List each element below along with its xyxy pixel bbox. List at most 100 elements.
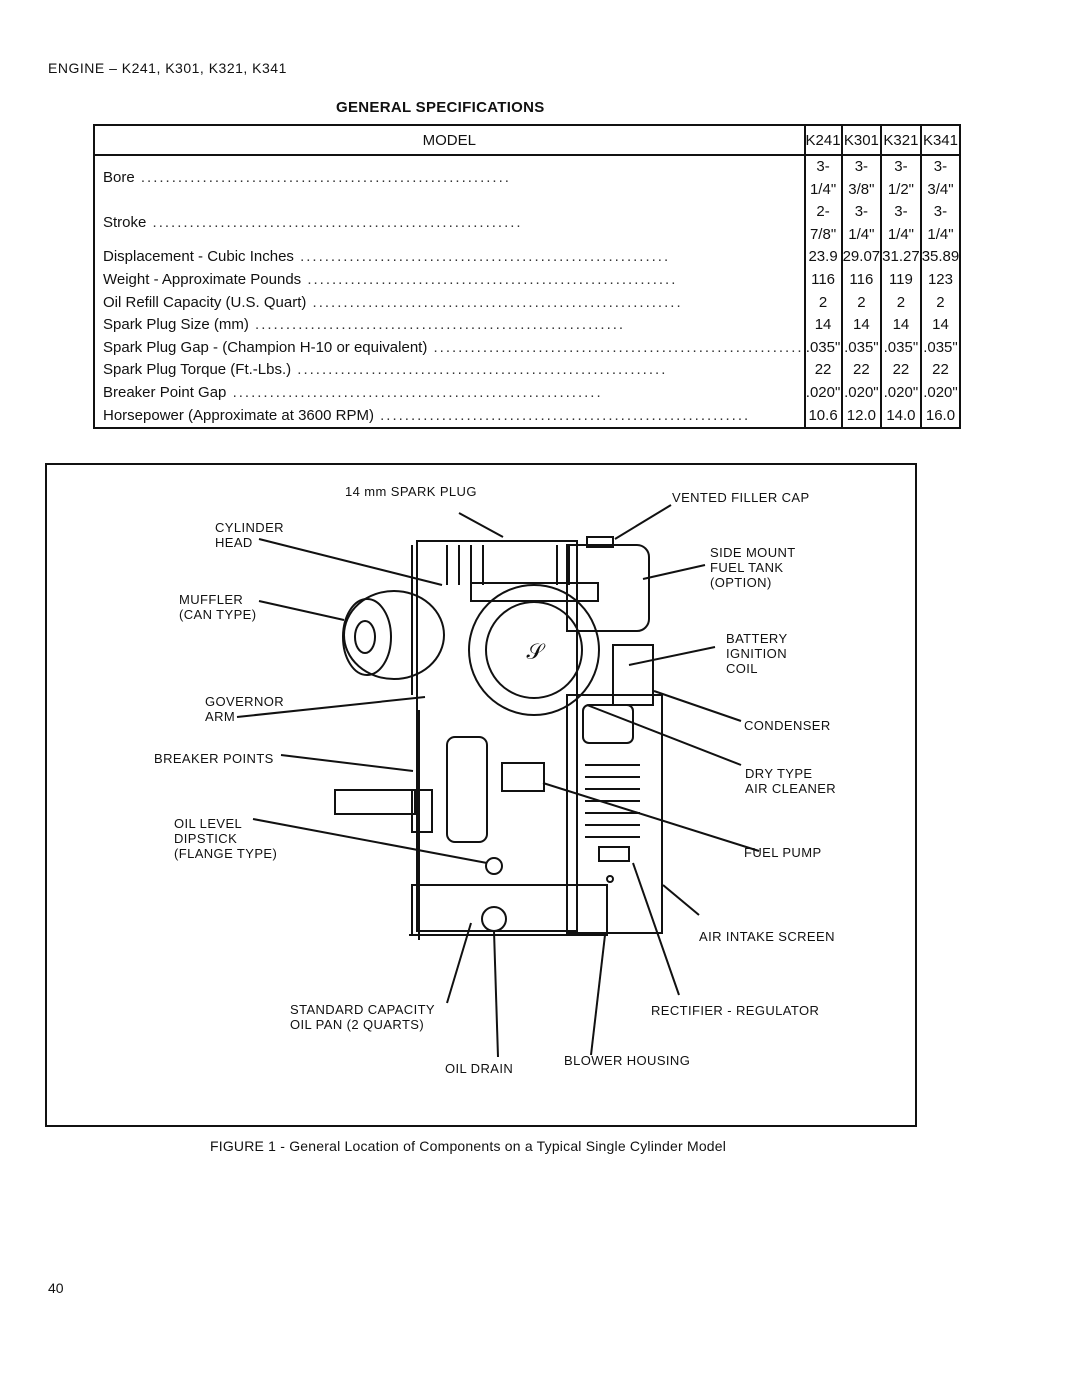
spec-value: 3-1/4" bbox=[840, 201, 883, 247]
spec-value: 31.27 bbox=[880, 246, 922, 269]
label-filler-cap: VENTED FILLER CAP bbox=[672, 490, 810, 505]
model-header: K321 bbox=[880, 125, 922, 156]
label-oil-pan: STANDARD CAPACITY OIL PAN (2 QUARTS) bbox=[290, 1002, 436, 1032]
label-air-intake-screen: AIR INTAKE SCREEN bbox=[699, 929, 835, 944]
callout-condenser bbox=[653, 690, 742, 722]
callout-governor bbox=[236, 696, 426, 718]
air-cleaner-cup bbox=[582, 704, 634, 744]
spec-label-cell: Spark Plug Size (mm) ...................… bbox=[93, 314, 806, 337]
leader-dots: ........................................… bbox=[373, 406, 751, 424]
component-figure: 𝒮 14 mm SPARK PLUG VENTED FILLER CAP CYL… bbox=[45, 463, 917, 1127]
label-governor-arm: GOVERNOR ARM bbox=[205, 694, 285, 724]
leader-dots: ........................................… bbox=[146, 214, 523, 232]
spec-value: 22 bbox=[880, 359, 922, 382]
fuel-pump-shape bbox=[501, 762, 545, 792]
table-row: Breaker Point Gap ......................… bbox=[93, 381, 962, 405]
leader-dots: ........................................… bbox=[427, 338, 804, 356]
air-cleaner-band bbox=[470, 582, 599, 602]
specifications-table: MODEL K241 K301 K321 K341 Bore .........… bbox=[93, 124, 962, 430]
callout-rectifier bbox=[632, 862, 680, 996]
label-oil-drain: OIL DRAIN bbox=[445, 1061, 514, 1076]
head-fins bbox=[446, 545, 570, 585]
spec-label: Horsepower (Approximate at 3600 RPM) bbox=[103, 406, 374, 424]
engine-illustration: 𝒮 bbox=[236, 504, 760, 1058]
spec-value: 14 bbox=[919, 314, 962, 337]
callout-filler-cap bbox=[614, 504, 672, 540]
callout-spark-plug bbox=[458, 512, 504, 538]
blower-housing-shape bbox=[566, 694, 663, 934]
intake-screen-slots bbox=[585, 764, 640, 838]
spec-value: 14 bbox=[803, 314, 843, 337]
spec-value: 3-1/4" bbox=[803, 155, 843, 202]
spec-value: 22 bbox=[840, 359, 883, 382]
spec-value: .020" bbox=[919, 381, 962, 405]
table-row: Weight - Approximate Pounds ............… bbox=[93, 268, 962, 292]
spec-label: Stroke bbox=[103, 214, 147, 232]
spec-label-cell: Spark Plug Gap - (Champion H-10 or equiv… bbox=[93, 336, 806, 360]
spec-label: Oil Refill Capacity (U.S. Quart) bbox=[103, 293, 307, 311]
label-spark-plug: 14 mm SPARK PLUG bbox=[345, 484, 477, 499]
spec-label-cell: Horsepower (Approximate at 3600 RPM) ...… bbox=[93, 404, 806, 429]
label-ignition-coil: BATTERY IGNITION COIL bbox=[726, 631, 788, 676]
table-row: Spark Plug Size (mm) ...................… bbox=[93, 314, 962, 337]
table-row: Bore ...................................… bbox=[93, 155, 962, 202]
leader-dots: ........................................… bbox=[301, 270, 678, 288]
spec-value: .035" bbox=[919, 336, 962, 360]
label-condenser: CONDENSER bbox=[744, 718, 831, 733]
spec-label-cell: Spark Plug Torque (Ft.-Lbs.) ...........… bbox=[93, 359, 806, 382]
spec-value: 3-1/4" bbox=[919, 201, 962, 247]
spec-value: 3-3/4" bbox=[919, 155, 962, 202]
spec-value: 2 bbox=[880, 291, 922, 315]
callout-dipstick bbox=[252, 818, 488, 864]
spec-label: Displacement - Cubic Inches bbox=[103, 248, 294, 266]
table-row: Horsepower (Approximate at 3600 RPM) ...… bbox=[93, 404, 962, 429]
leader-dots: ........................................… bbox=[134, 169, 511, 187]
spec-value: 3-3/8" bbox=[840, 155, 883, 202]
spec-value: 14.0 bbox=[880, 404, 922, 429]
spec-label-cell: Weight - Approximate Pounds ............… bbox=[93, 268, 806, 292]
spec-label-cell: Bore ...................................… bbox=[93, 155, 806, 202]
leader-dots: ........................................… bbox=[291, 361, 668, 379]
leader-dots: ........................................… bbox=[248, 316, 626, 334]
muffler-face bbox=[342, 598, 392, 676]
filler-cap-shape bbox=[586, 536, 614, 548]
callout-oil-drain bbox=[493, 930, 499, 1058]
spec-value: 2-7/8" bbox=[803, 201, 843, 247]
label-fuel-tank: SIDE MOUNT FUEL TANK (OPTION) bbox=[710, 545, 796, 590]
model-column-header: MODEL bbox=[93, 125, 806, 156]
table-header-row: MODEL K241 K301 K321 K341 bbox=[93, 125, 962, 156]
label-breaker-points: BREAKER POINTS bbox=[154, 751, 274, 766]
table-row: Oil Refill Capacity (U.S. Quart) .......… bbox=[93, 291, 962, 315]
callout-breaker-points bbox=[280, 754, 414, 772]
callout-oil-pan bbox=[446, 922, 472, 1004]
breaker-points-cover bbox=[411, 789, 433, 833]
spec-value: 29.07 bbox=[840, 246, 883, 269]
block-edge bbox=[411, 545, 420, 940]
specifications-body: Bore ...................................… bbox=[93, 155, 962, 429]
ignition-coil-shape bbox=[612, 644, 654, 706]
spec-value: 16.0 bbox=[919, 404, 962, 429]
spec-label: Bore bbox=[103, 169, 135, 187]
label-cylinder-head: CYLINDER HEAD bbox=[215, 520, 284, 550]
spec-label-cell: Stroke .................................… bbox=[93, 201, 806, 247]
callout-intake-screen bbox=[662, 884, 700, 916]
spec-label: Breaker Point Gap bbox=[103, 383, 227, 401]
label-fuel-pump: FUEL PUMP bbox=[744, 845, 822, 860]
spec-value: 22 bbox=[803, 359, 843, 382]
figure-caption: FIGURE 1 - General Location of Component… bbox=[210, 1138, 727, 1154]
spec-value: 14 bbox=[840, 314, 883, 337]
callout-fuel-pump bbox=[542, 782, 760, 852]
spec-value: 10.6 bbox=[803, 404, 843, 429]
crankcase-cover bbox=[446, 736, 488, 843]
spec-value: 123 bbox=[919, 268, 962, 292]
crankshaft bbox=[334, 789, 416, 815]
spec-label: Spark Plug Gap - (Champion H-10 or equiv… bbox=[103, 338, 428, 356]
spec-value: 2 bbox=[840, 291, 883, 315]
spec-value: .020" bbox=[803, 381, 843, 405]
fuel-tank-shape bbox=[566, 544, 650, 632]
spec-value: .020" bbox=[840, 381, 883, 405]
spec-value: 119 bbox=[880, 268, 922, 292]
spec-value: .035" bbox=[803, 336, 843, 360]
label-muffler: MUFFLER (CAN TYPE) bbox=[179, 592, 257, 622]
spec-value: 12.0 bbox=[840, 404, 883, 429]
